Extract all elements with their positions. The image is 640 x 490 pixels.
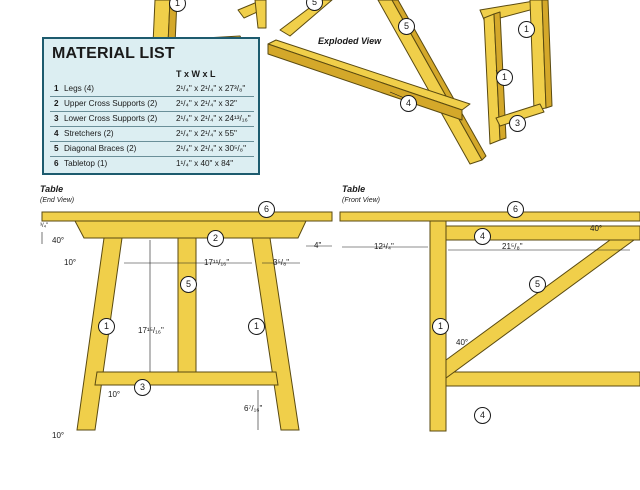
exploded-callout-4: 4: [400, 95, 417, 112]
material-num: 5: [54, 144, 59, 153]
material-list-title: MATERIAL LIST: [52, 45, 175, 62]
end-callout-1-left: 1: [98, 318, 115, 335]
dim-leg-offset: 3⁵/₈": [273, 258, 290, 267]
material-row: 2 Upper Cross Supports (2) 2¹/₄" x 2¹/₄"…: [50, 97, 254, 112]
material-name: Tabletop (1): [64, 159, 108, 168]
dim-overhang: 4": [314, 241, 322, 250]
material-num: 4: [54, 129, 59, 138]
front-callout-4-top: 4: [474, 228, 491, 245]
material-dim: 1¹/₄" x 40" x 84": [176, 159, 234, 168]
front-dim-angle-top: 40°: [590, 224, 603, 233]
material-dim: 2¹/₄" x 2¹/₄" x 27³/₈": [176, 84, 246, 93]
end-view-subtitle: (End View): [40, 197, 75, 204]
material-row: 4 Stretchers (2) 2¹/₄" x 2¹/₄" x 55": [50, 127, 254, 142]
end-callout-1-right: 1: [248, 318, 265, 335]
front-callout-1: 1: [432, 318, 449, 335]
end-callout-3: 3: [134, 379, 151, 396]
front-stretcher-bottom: [445, 371, 640, 387]
material-dim: 2¹/₄" x 2¹/₄" x 32": [176, 99, 237, 108]
front-dim-angle-leg: 40°: [456, 338, 469, 347]
end-upper-cross: [74, 220, 307, 239]
exploded-callout-5b: 5: [398, 18, 415, 35]
material-name: Diagonal Braces (2): [64, 144, 137, 153]
front-stretcher-top: [445, 225, 640, 241]
exploded-callout-1b: 1: [518, 21, 535, 38]
end-tabletop: [41, 211, 333, 222]
material-name: Stretchers (2): [64, 129, 114, 138]
material-row: 5 Diagonal Braces (2) 2¹/₄" x 2¹/₄" x 30…: [50, 142, 254, 157]
material-name: Legs (4): [64, 84, 95, 93]
material-num: 1: [54, 84, 59, 93]
dim-angle-top: 40°: [52, 236, 65, 245]
material-num: 3: [54, 114, 59, 123]
dim-height: 17¹⁵/₁₆": [138, 326, 164, 335]
front-brace: [445, 239, 636, 379]
material-dim: 2¹/₄" x 2¹/₄" x 55": [176, 129, 237, 138]
front-callout-5: 5: [529, 276, 546, 293]
material-list-panel: MATERIAL LIST T x W x L 1 Legs (4) 2¹/₄"…: [42, 37, 260, 175]
dim-lower-height: 6⁷/₁₆": [244, 404, 263, 413]
front-dim-span: 21⁵/₈": [502, 242, 523, 251]
front-view-title: Table: [342, 184, 366, 194]
material-num: 2: [54, 99, 59, 108]
end-callout-5: 5: [180, 276, 197, 293]
exploded-view-title: Exploded View: [318, 36, 382, 46]
front-dim-overhang: 12¹/₄": [374, 242, 394, 251]
material-row: 1 Legs (4) 2¹/₄" x 2¹/₄" x 27³/₈": [50, 82, 254, 97]
material-row: 3 Lower Cross Supports (2) 2¹/₄" x 2¹/₄"…: [50, 112, 254, 127]
end-view-title: Table: [40, 184, 64, 194]
exploded-callout-1c: 1: [496, 69, 513, 86]
front-view-subtitle: (Front View): [342, 197, 380, 204]
material-name: Upper Cross Supports (2): [64, 99, 158, 108]
exploded-leg-4-side: [541, 0, 553, 109]
material-dim: 2¹/₄" x 2¹/₄" x 30⁵/₈": [176, 144, 246, 153]
dim-angle-leg: 10°: [64, 258, 77, 267]
dim-angle-foot: 10°: [52, 431, 65, 440]
material-name: Lower Cross Supports (2): [64, 114, 158, 123]
front-view-drawing: [339, 211, 640, 432]
dim-upper-span: 17¹¹/₁₆": [204, 258, 230, 267]
material-dim: 2¹/₄" x 2¹/₄" x 24¹³/₁₆": [176, 114, 251, 123]
end-callout-6: 6: [258, 201, 275, 218]
end-leg-left: [76, 237, 123, 431]
end-view-drawing: [41, 211, 333, 431]
dim-angle-lower: 10°: [108, 390, 121, 399]
end-brace: [177, 237, 197, 373]
exploded-leg-2: [254, 0, 267, 29]
front-tabletop: [339, 211, 640, 222]
front-callout-4-bottom: 4: [474, 407, 491, 424]
dim-thickness: ³/₄": [40, 223, 49, 229]
material-num: 6: [54, 159, 59, 168]
material-list-header: T x W x L: [176, 69, 216, 79]
end-lower-cross: [94, 371, 279, 386]
end-callout-2: 2: [207, 230, 224, 247]
material-row: 6 Tabletop (1) 1¹/₄" x 40" x 84": [50, 157, 254, 171]
front-callout-6: 6: [507, 201, 524, 218]
exploded-callout-3b: 3: [509, 115, 526, 132]
exploded-callout-1a: 1: [169, 0, 186, 12]
end-leg-right: [251, 237, 300, 431]
